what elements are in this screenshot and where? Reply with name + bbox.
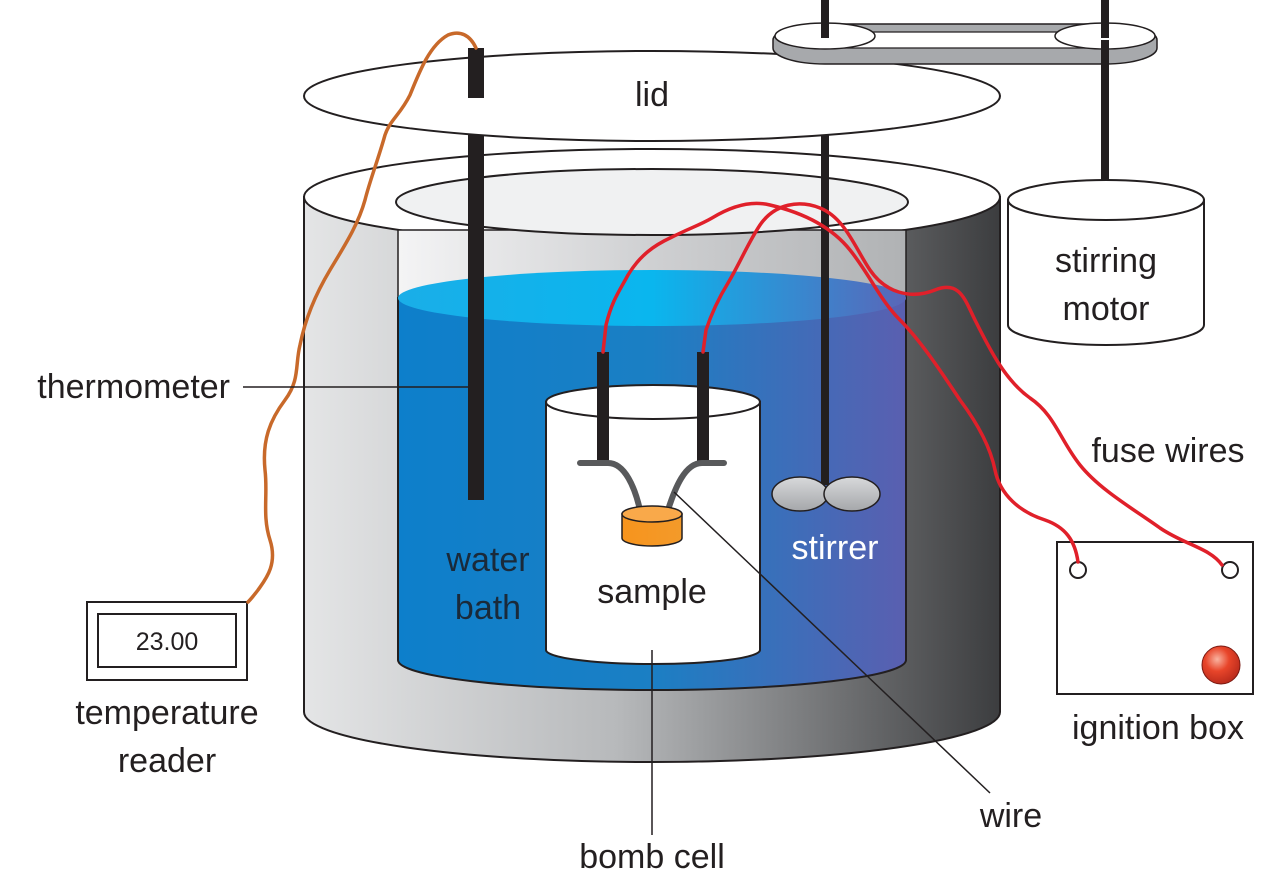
label-lid: lid (635, 76, 669, 114)
thermometer-probe (468, 125, 484, 500)
label-sample: sample (597, 573, 707, 611)
ignition-terminal-right (1221, 561, 1239, 579)
well-opening (395, 168, 909, 236)
stirring-motor (1007, 40, 1205, 346)
label-bomb-cell: bomb cell (579, 838, 725, 872)
label-ignition-box: ignition box (1072, 709, 1244, 747)
label-temperature-reader-2: reader (118, 742, 216, 780)
electrodes (597, 352, 709, 464)
ignition-button (1201, 645, 1241, 685)
leader-lines (243, 386, 991, 835)
label-fuse-wires: fuse wires (1091, 432, 1244, 470)
ignition-terminal-left (1069, 561, 1087, 579)
belt-drive (772, 0, 1158, 65)
label-stirring-motor-2: motor (1063, 290, 1150, 328)
label-thermometer: thermometer (37, 368, 230, 406)
label-wire: wire (979, 797, 1042, 835)
sample-cup (621, 505, 683, 547)
ignition-box (1056, 541, 1254, 695)
lid (303, 48, 1001, 142)
label-water-bath-2: bath (455, 589, 521, 627)
label-temperature-reader-1: temperature (75, 694, 258, 732)
temperature-readout: 23.00 (136, 628, 199, 656)
label-stirring-motor-1: stirring (1055, 242, 1157, 280)
thermometer-lead-wire (246, 31, 478, 604)
temperature-reader: 23.00 (86, 601, 248, 681)
label-water-bath-1: water (445, 541, 529, 579)
label-stirrer: stirrer (792, 529, 879, 567)
fuse-wires (601, 201, 1224, 567)
stirrer (771, 0, 881, 512)
